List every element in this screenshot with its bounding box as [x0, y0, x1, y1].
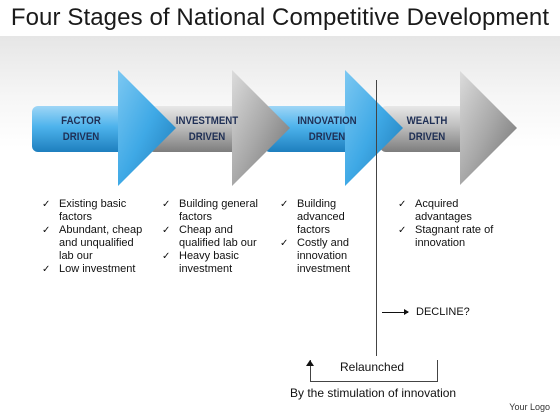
innovation-bullets: Building advanced factors Costly and inn… [280, 198, 374, 276]
decline-note: DECLINE? [382, 306, 470, 318]
factor-bullets: Existing basic factors Abundant, cheap a… [42, 198, 150, 276]
decline-divider-line [376, 80, 377, 356]
bullet-item: Low investment [42, 263, 150, 276]
up-arrow-icon [306, 360, 314, 366]
bullet-item: Building general factors [162, 198, 262, 224]
investment-arrow [148, 70, 290, 186]
bullet-item: Cheap and qualified lab our [162, 224, 262, 250]
factor-arrow [32, 70, 176, 186]
bullet-item: Heavy basic investment [162, 250, 262, 276]
bullet-item: Stagnant rate of innovation [398, 224, 502, 250]
bullet-item: Abundant, cheap and unqualified lab our [42, 224, 150, 263]
bullet-item: Costly and innovation investment [280, 237, 374, 276]
decline-label: DECLINE? [416, 306, 470, 318]
stimulation-label: By the stimulation of innovation [290, 386, 457, 400]
wealth-bullets: Acquired advantages Stagnant rate of inn… [398, 198, 502, 250]
wealth-arrow [380, 71, 517, 185]
bullet-item: Existing basic factors [42, 198, 150, 224]
relaunched-label: Relaunched [340, 360, 405, 374]
bullet-item: Building advanced factors [280, 198, 374, 237]
relaunch-bracket [310, 360, 438, 382]
bullet-item: Acquired advantages [398, 198, 502, 224]
investment-bullets: Building general factors Cheap and quali… [162, 198, 262, 276]
innovation-arrow [264, 70, 403, 186]
right-arrow-icon [382, 308, 409, 315]
logo: Your Logo [509, 402, 550, 412]
page-title: Four Stages of National Competitive Deve… [10, 4, 550, 31]
